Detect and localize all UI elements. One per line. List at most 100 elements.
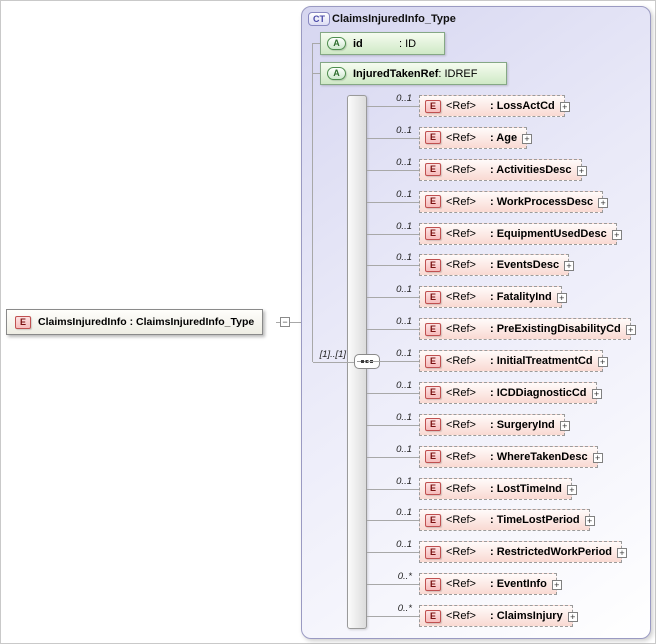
element-ref-label: <Ref> bbox=[446, 227, 476, 240]
element-name: : EventsDesc bbox=[489, 259, 560, 272]
expand-icon[interactable]: + bbox=[522, 133, 533, 144]
cardinality-label: 0..1 bbox=[396, 539, 412, 551]
cardinality-label: 0..* bbox=[397, 603, 412, 614]
element-ref-label: <Ref> bbox=[446, 546, 476, 559]
connector-line bbox=[313, 362, 355, 363]
element-ref-label: <Ref> bbox=[446, 450, 476, 463]
element-ref-box[interactable]: E<Ref>: PreExistingDisabilityCd+ bbox=[419, 318, 636, 341]
element-name: : WorkProcessDesc bbox=[489, 195, 594, 208]
expand-icon[interactable]: + bbox=[617, 548, 628, 559]
element-icon: E bbox=[425, 545, 441, 559]
expand-icon[interactable]: + bbox=[584, 516, 595, 527]
connector-line bbox=[367, 616, 419, 617]
element-ref-label: <Ref> bbox=[446, 514, 476, 527]
connector-line bbox=[367, 265, 419, 267]
element-ref-box[interactable]: E<Ref>: WhereTakenDesc+ bbox=[419, 445, 603, 468]
element-name: : SurgeryInd bbox=[489, 418, 555, 431]
element-ref-box[interactable]: E <Ref> : Age + bbox=[419, 126, 533, 149]
element-ref-box[interactable]: E<Ref>: WorkProcessDesc+ bbox=[419, 190, 609, 213]
element-ref-box[interactable]: E<Ref>: LossActCd+ bbox=[419, 95, 570, 117]
element-ref-box[interactable]: E <Ref> : EventsDesc + bbox=[419, 254, 575, 277]
element-icon: E bbox=[425, 99, 441, 113]
cardinality-label: 0..1 bbox=[396, 316, 412, 328]
connector-line bbox=[367, 584, 419, 586]
element-name: : InitialTreatmentCd bbox=[489, 355, 593, 367]
element-ref-label: <Ref> bbox=[446, 386, 476, 399]
expand-icon[interactable]: + bbox=[559, 420, 570, 431]
element-ref-box[interactable]: E<Ref>: LostTimeInd+ bbox=[419, 477, 577, 500]
expand-icon[interactable]: + bbox=[576, 165, 587, 176]
attribute-icon: A bbox=[327, 67, 346, 80]
expand-icon[interactable]: + bbox=[567, 612, 578, 622]
element-icon: E bbox=[425, 258, 441, 272]
cardinality-label: 0..1 bbox=[396, 475, 412, 487]
element-ref-box[interactable]: E<Ref>: TimeLostPeriod+ bbox=[419, 509, 595, 532]
root-element-label: ClaimsInjuredInfo : ClaimsInjuredInfo_Ty… bbox=[38, 316, 255, 328]
attribute-type: : ID bbox=[399, 37, 417, 50]
connector-spine bbox=[312, 43, 313, 362]
connector-line bbox=[367, 329, 419, 331]
element-ref-label: <Ref> bbox=[446, 482, 476, 495]
connector-line bbox=[367, 169, 419, 171]
cardinality-label: 0..1 bbox=[396, 156, 412, 168]
expand-icon[interactable]: + bbox=[597, 357, 608, 367]
connector-line bbox=[367, 488, 419, 490]
collapse-toggle-icon[interactable]: − bbox=[280, 317, 290, 327]
element-ref-label: <Ref> bbox=[446, 355, 476, 367]
element-name: : EventInfo bbox=[489, 578, 547, 591]
element-ref-label: <Ref> bbox=[446, 131, 476, 144]
connector-line bbox=[367, 361, 419, 362]
attribute-box[interactable]: A InjuredTakenRef: IDREF bbox=[320, 62, 507, 85]
element-name: : FatalityInd bbox=[489, 291, 552, 304]
connector-line bbox=[367, 424, 419, 426]
element-name: : Age bbox=[489, 131, 518, 144]
connector-line bbox=[367, 137, 419, 139]
element-icon: E bbox=[425, 354, 441, 368]
cardinality-label: 0..1 bbox=[396, 220, 412, 232]
element-icon: E bbox=[425, 450, 441, 464]
expand-icon[interactable]: + bbox=[551, 580, 562, 591]
element-ref-box[interactable]: E<Ref>: RestrictedWorkPeriod+ bbox=[419, 541, 628, 564]
element-name: : EquipmentUsedDesc bbox=[489, 227, 607, 240]
element-ref-label: <Ref> bbox=[446, 259, 476, 272]
element-ref-box[interactable]: E<Ref>: ClaimsInjury+ bbox=[419, 605, 578, 627]
attribute-name: InjuredTakenRef bbox=[353, 67, 439, 80]
element-icon: E bbox=[425, 131, 441, 145]
element-name: : ICDDiagnosticCd bbox=[489, 386, 587, 399]
element-ref-box[interactable]: E<Ref>: FatalityInd+ bbox=[419, 286, 567, 309]
connector-line bbox=[367, 392, 419, 394]
element-ref-box[interactable]: E<Ref>: ICDDiagnosticCd+ bbox=[419, 381, 602, 404]
cardinality-label: 0..1 bbox=[396, 188, 412, 200]
element-ref-box[interactable]: E<Ref>: EquipmentUsedDesc+ bbox=[419, 222, 622, 245]
expand-icon[interactable]: + bbox=[556, 293, 567, 304]
attribute-icon: A bbox=[327, 37, 346, 50]
element-ref-box[interactable]: E<Ref>: ActivitiesDesc+ bbox=[419, 158, 587, 181]
element-icon: E bbox=[425, 290, 441, 304]
attribute-type: : IDREF bbox=[438, 67, 478, 80]
expand-icon[interactable]: + bbox=[625, 325, 636, 336]
connector-line bbox=[312, 73, 320, 74]
expand-icon[interactable]: + bbox=[592, 452, 603, 463]
element-icon: E bbox=[425, 609, 441, 623]
element-ref-box[interactable]: E <Ref> : EventInfo + bbox=[419, 573, 562, 596]
connector-line bbox=[367, 233, 419, 235]
cardinality-label: 0..* bbox=[397, 571, 412, 583]
element-claimsinjuredinfo[interactable]: E ClaimsInjuredInfo : ClaimsInjuredInfo_… bbox=[6, 309, 264, 335]
connector-line bbox=[367, 201, 419, 203]
element-ref-label: <Ref> bbox=[446, 163, 476, 176]
element-ref-box[interactable]: E<Ref>: SurgeryInd+ bbox=[419, 413, 570, 436]
expand-icon[interactable]: + bbox=[566, 484, 577, 495]
expand-icon[interactable]: + bbox=[591, 388, 602, 399]
element-ref-box[interactable]: E <Ref> : InitialTreatmentCd + bbox=[419, 350, 608, 372]
element-icon: E bbox=[425, 577, 441, 591]
element-ref-label: <Ref> bbox=[446, 100, 476, 112]
element-icon: E bbox=[425, 163, 441, 177]
expand-icon[interactable]: + bbox=[611, 229, 622, 240]
expand-icon[interactable]: + bbox=[598, 197, 609, 208]
cardinality-label: 0..1 bbox=[396, 379, 412, 391]
expand-icon[interactable]: + bbox=[564, 261, 575, 272]
element-ref-label: <Ref> bbox=[446, 578, 476, 591]
expand-icon[interactable]: + bbox=[559, 102, 570, 112]
element-ref-label: <Ref> bbox=[446, 195, 476, 208]
